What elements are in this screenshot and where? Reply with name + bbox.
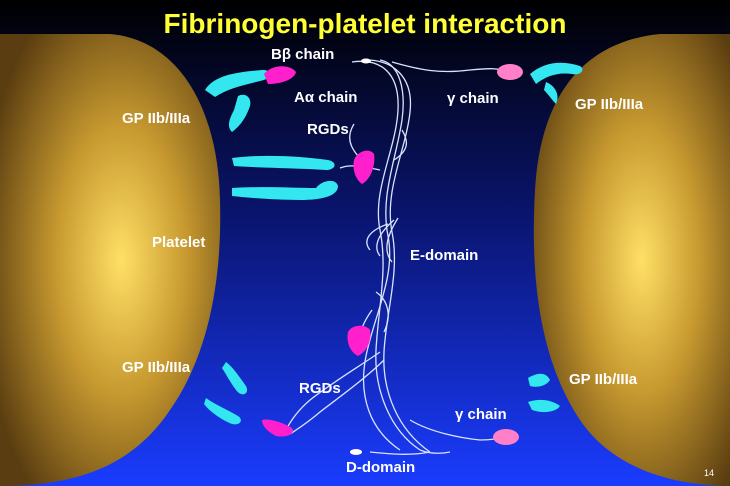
fibrinogen-strands [285,59,509,455]
gamma-terminal-top [497,64,523,80]
rgd-shape [353,150,375,184]
rgd-shape [264,66,296,84]
label-rgds-bottom: RGDs [299,380,341,397]
receptor-shape [528,373,550,387]
label-gp-top-right: GP IIb/IIIa [575,96,644,113]
strand [285,351,381,431]
terminal-dot [350,449,362,455]
label-d-domain: D-domain [346,459,416,476]
label-gamma-chain-bottom: γ chain [455,406,507,423]
receptor-shape [222,362,248,395]
page-number: 14 [703,468,714,478]
strand [351,60,421,451]
platelet-right [533,34,730,486]
strand [366,217,399,263]
gamma-terminal-bottom [493,429,519,445]
gamma-terminal-group [493,64,523,445]
platelet-left [0,34,221,486]
receptor-shape [530,62,583,84]
receptor-shape [544,82,558,104]
receptor-shape [232,155,335,170]
rgd-shape [262,419,293,437]
strand [369,449,451,455]
label-platelet: Platelet [152,234,206,251]
strand [365,59,431,453]
receptor-shape [232,180,338,200]
strand [289,359,385,435]
label-gp-bottom-right: GP IIb/IIIa [569,371,638,388]
label-e-domain: E-domain [410,247,479,264]
receptor-shape [205,69,270,97]
rgd-group [262,66,375,437]
slide-title: Fibrinogen-platelet interaction [163,8,567,39]
rgd-shape [347,325,371,356]
label-aalpha-chain: Aα chain [294,89,358,106]
receptor-shape [528,399,560,413]
label-rgds-top: RGDs [307,121,349,138]
label-gp-top-left: GP IIb/IIIa [122,110,191,127]
receptor-shape [228,94,251,132]
chain-terminals [350,58,371,455]
receptor-group [204,62,583,425]
label-gamma-chain-top: γ chain [447,90,499,107]
receptor-shape [204,398,241,425]
strand [362,59,404,451]
label-gp-bottom-left: GP IIb/IIIa [122,359,191,376]
label-bbeta-chain: Bβ chain [271,46,335,63]
terminal-dot [361,58,371,64]
